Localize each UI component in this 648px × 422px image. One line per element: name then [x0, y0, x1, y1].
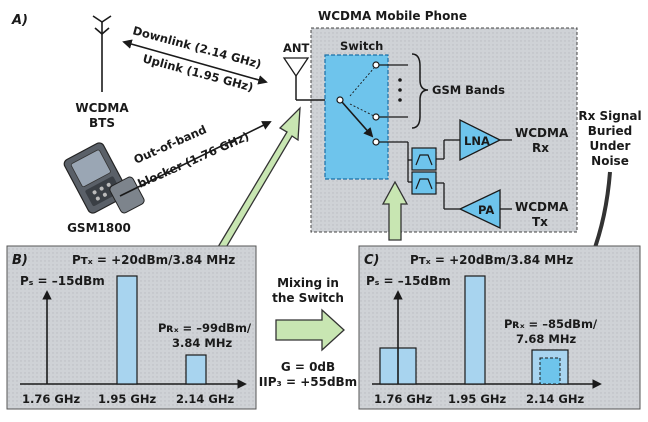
panel-a-label: A)	[11, 13, 28, 28]
panel-c-tx-bar	[464, 275, 486, 385]
green-arrow-to-duplexer	[381, 180, 409, 241]
panel-c-ptx: Pᴛₓ = +20dBm/3.84 MHz	[410, 253, 573, 267]
panel-c-ps: Pₛ = –15dBm	[366, 274, 451, 288]
rx-label-line1: WCDMA	[515, 126, 569, 140]
antenna-icon	[282, 57, 310, 78]
panel-c-tick-3: 2.14 GHz	[526, 392, 584, 406]
pa-label: PA	[478, 203, 494, 217]
panel-c-tick-1: 1.76 GHz	[374, 392, 432, 406]
panel-b-tick-3: 2.14 GHz	[176, 392, 234, 406]
panel-b-tick-1: 1.76 GHz	[22, 392, 80, 406]
bts-label-line1: WCDMA	[75, 101, 129, 115]
tx-label-line1: WCDMA	[515, 200, 569, 214]
mixing-gain: G = 0dB	[281, 360, 335, 374]
tx-label-line2: Tx	[532, 215, 548, 229]
panel-b-prx-line2: 3.84 MHz	[172, 336, 232, 350]
rx-note-line2: Buried	[588, 124, 632, 138]
gsm-phone-icon	[63, 142, 145, 214]
mixing-line2: the Switch	[272, 291, 344, 305]
rx-label-line2: Rx	[532, 141, 549, 155]
gsm-dots	[398, 78, 402, 102]
rx-note-line1: Rx Signal	[578, 109, 641, 123]
duplexer-filter	[411, 147, 437, 195]
gsm-bands-label: GSM Bands	[432, 83, 505, 97]
bts-label-line2: BTS	[89, 116, 115, 130]
bts-antenna-icon	[92, 15, 112, 92]
panel-b-ptx: Pᴛₓ = +20dBm/3.84 MHz	[72, 253, 235, 267]
gsm-phone-label: GSM1800	[67, 221, 131, 235]
ant-label: ANT	[283, 41, 310, 55]
lna-label: LNA	[464, 134, 490, 148]
panel-b-ps: Pₛ = –15dBm	[20, 274, 105, 288]
panel-c-label: C)	[364, 253, 379, 268]
rx-note-line3: Under	[590, 139, 631, 153]
panel-b-tx-bar	[116, 275, 138, 385]
panel-b-label: B)	[12, 253, 28, 268]
panel-c-prx-line1: Pʀₓ = –85dBm/	[504, 317, 598, 331]
panel-b-tick-2: 1.95 GHz	[98, 392, 156, 406]
panel-b-rx-bar	[185, 354, 207, 385]
phone-title: WCDMA Mobile Phone	[318, 9, 467, 23]
switch-label: Switch	[340, 39, 383, 53]
panel-c-prx-line2: 7.68 MHz	[516, 332, 576, 346]
downlink-uplink-arrow	[122, 39, 268, 85]
mixing-iip3: IIP₃ = +55dBm	[259, 375, 357, 389]
gsm-bands-brace	[411, 53, 429, 129]
mixing-line1: Mixing in	[277, 276, 339, 290]
panel-b-prx-line1: Pʀₓ = –99dBm/	[158, 321, 252, 335]
rx-note-line4: Noise	[591, 154, 629, 168]
green-arrow-to-antenna	[214, 106, 301, 257]
panel-c-rx-bar	[539, 357, 561, 385]
blocker-arrow	[119, 121, 272, 197]
panel-c-tick-2: 1.95 GHz	[448, 392, 506, 406]
mixing-arrow	[275, 308, 345, 352]
lna-amplifier	[459, 118, 502, 162]
